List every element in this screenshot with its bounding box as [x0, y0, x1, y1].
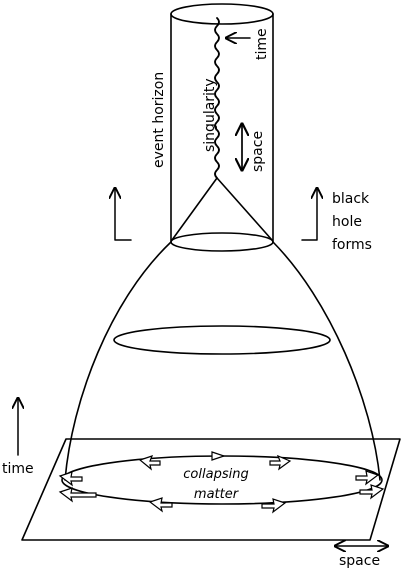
inward-arrow: [261, 498, 287, 514]
horizon-forms-ellipse: [170, 232, 274, 252]
cylinder-top-ellipse: [170, 3, 274, 25]
inward-arrow: [211, 451, 226, 461]
collapse-envelope: [64, 241, 381, 481]
envelope-left: [64, 241, 172, 481]
space-label-mid: space: [250, 131, 266, 172]
event-horizon-label: event horizon: [151, 72, 167, 168]
event-horizon-cylinder: [170, 3, 274, 243]
inward-arrow: [58, 471, 83, 487]
time-label-top: time: [254, 28, 270, 60]
inward-arrow: [355, 470, 380, 486]
black-hole-forms-label-line2: hole: [332, 214, 362, 230]
singularity-line: [214, 17, 220, 179]
envelope-right: [272, 241, 381, 481]
black-hole-forms-arrow-left: [115, 188, 132, 241]
space-axis-label: space: [339, 553, 380, 569]
collapsing-matter-label-line2: matter: [194, 487, 240, 502]
cone-right-edge: [216, 177, 273, 241]
horizon-formation-cone: [170, 177, 274, 252]
inward-arrow: [359, 484, 385, 500]
inward-arrow: [138, 455, 161, 471]
inward-arrow: [269, 454, 292, 471]
inward-arrow: [148, 497, 173, 513]
time-axis-label: time: [2, 461, 34, 477]
inward-arrows: [58, 451, 385, 514]
black-hole-forms-arrow-right: [301, 188, 317, 241]
inward-arrow: [58, 487, 97, 503]
mid-cross-section-ellipse: [113, 325, 331, 355]
singularity-label: singularity: [202, 78, 218, 152]
cone-left-edge: [171, 177, 218, 241]
black-hole-forms-label-line1: black: [332, 191, 370, 207]
black-hole-forms-label-line3: forms: [332, 237, 372, 253]
collapsing-matter-label-line1: collapsing: [183, 467, 248, 482]
